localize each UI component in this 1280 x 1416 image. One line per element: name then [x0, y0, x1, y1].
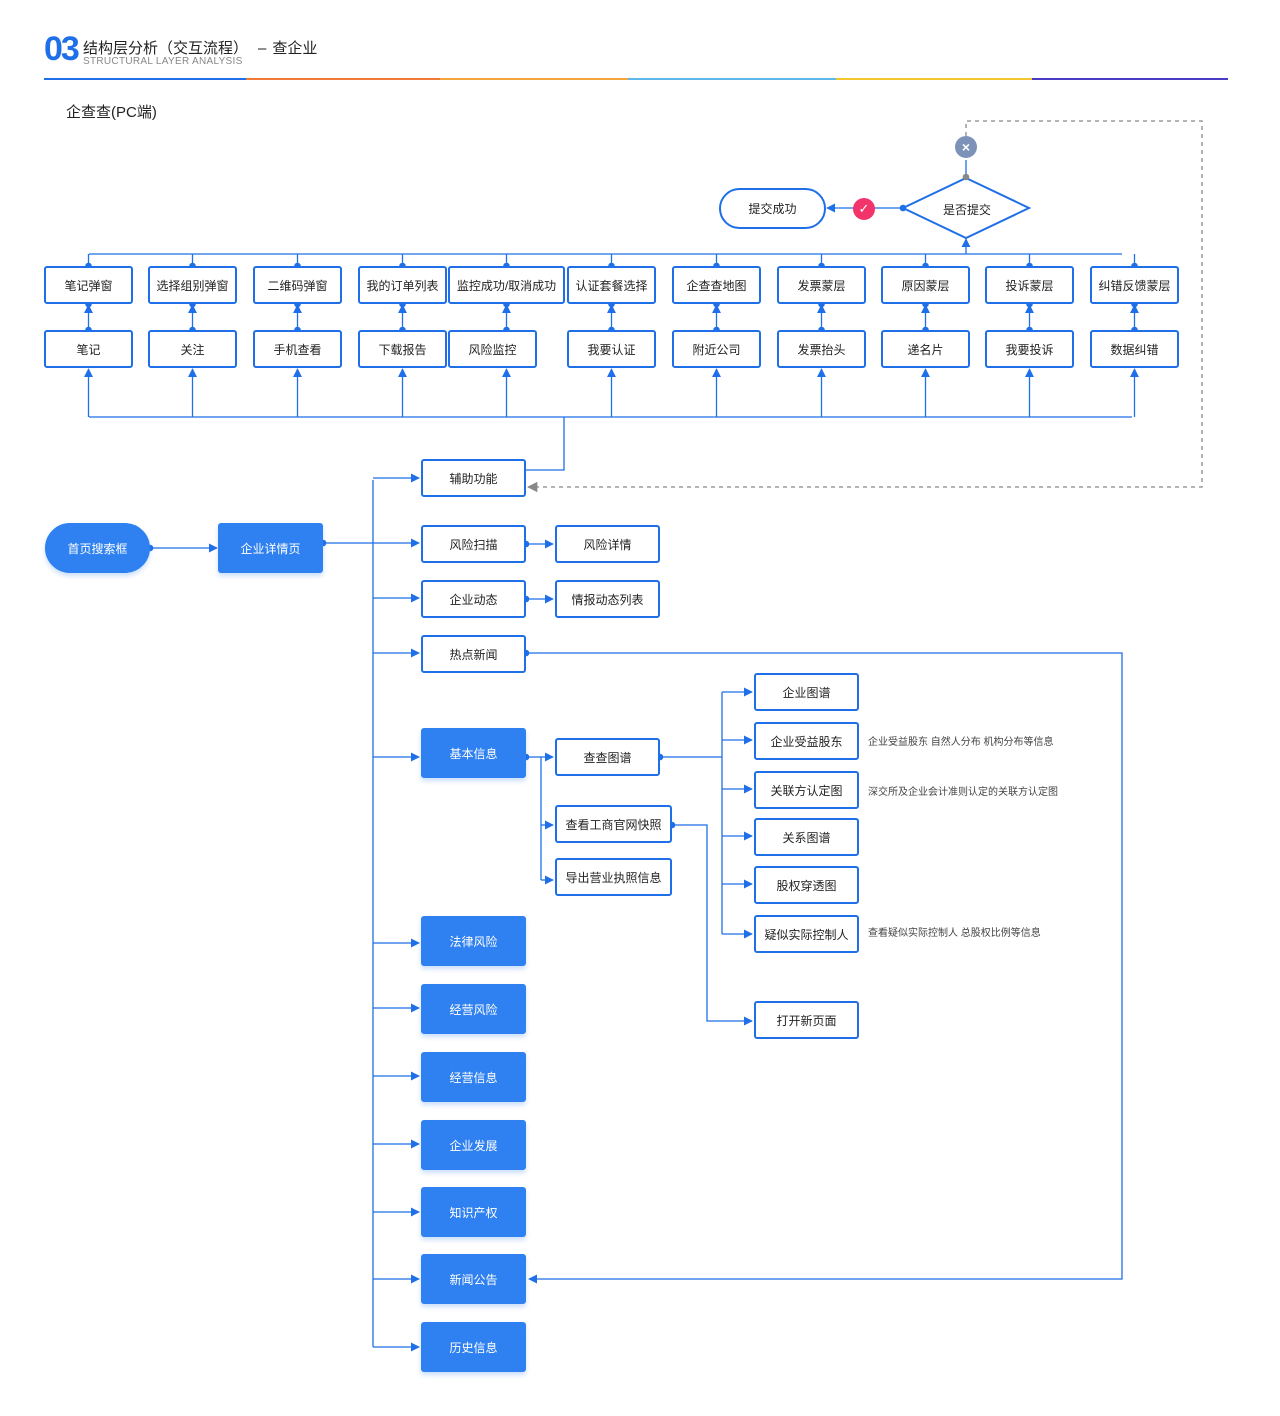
news-announcement-node[interactable]: 新闻公告 — [421, 1254, 526, 1304]
english-subtitle: STRUCTURAL LAYER ANALYSIS — [83, 56, 243, 67]
decision-diamond — [900, 176, 1032, 240]
note-controller: 查看疑似实际控制人 总股权比例等信息 — [868, 928, 1041, 939]
submit-success-node[interactable]: 提交成功 — [719, 188, 826, 229]
close-icon: × — [955, 136, 977, 158]
action-node[interactable]: 发票抬头 — [777, 330, 866, 368]
action-node[interactable]: 风险监控 — [448, 330, 537, 368]
section-number: 03 — [44, 30, 80, 68]
note-beneficiary: 企业受益股东 自然人分布 机构分布等信息 — [868, 737, 1054, 748]
connector-line — [526, 652, 1123, 1284]
header-bar-segment — [246, 78, 440, 80]
graph-type-node[interactable]: 企业受益股东 — [754, 722, 859, 760]
action-node[interactable]: 关注 — [148, 330, 237, 368]
risk-scan-node[interactable]: 风险扫描 — [421, 525, 526, 563]
company-dynamics-node[interactable]: 企业动态 — [421, 580, 526, 618]
action-node[interactable]: 我要认证 — [567, 330, 656, 368]
connector-line — [526, 120, 1203, 493]
action-node[interactable]: 递名片 — [881, 330, 970, 368]
connector-dot — [899, 204, 907, 212]
title-sub: 查企业 — [272, 40, 318, 57]
popup-node[interactable]: 笔记弹窗 — [44, 266, 133, 304]
popup-node[interactable]: 我的订单列表 — [358, 266, 447, 304]
business-risk-node[interactable]: 经营风险 — [421, 984, 526, 1034]
title-main: 结构层分析（交互流程） — [83, 40, 249, 57]
title-separator: – — [258, 40, 267, 57]
graph-type-node[interactable]: 关系图谱 — [754, 818, 859, 856]
header-bar-segment — [440, 78, 628, 80]
export-license-node[interactable]: 导出营业执照信息 — [555, 858, 672, 896]
header-bar-segment — [628, 78, 836, 80]
action-node[interactable]: 我要投诉 — [985, 330, 1074, 368]
history-info-node[interactable]: 历史信息 — [421, 1322, 526, 1372]
open-new-page-node[interactable]: 打开新页面 — [754, 1001, 859, 1039]
action-node[interactable]: 附近公司 — [672, 330, 761, 368]
header-bar-segment — [1032, 78, 1228, 80]
connector-dot — [962, 173, 970, 181]
popup-node[interactable]: 投诉蒙层 — [985, 266, 1074, 304]
home-search-node[interactable]: 首页搜索框 — [45, 523, 150, 573]
popup-node[interactable]: 原因蒙层 — [881, 266, 970, 304]
hot-news-node[interactable]: 热点新闻 — [421, 635, 526, 673]
note-related-party: 深交所及企业会计准则认定的关联方认定图 — [868, 787, 1058, 798]
popup-node[interactable]: 认证套餐选择 — [567, 266, 656, 304]
action-node[interactable]: 笔记 — [44, 330, 133, 368]
connector-line — [672, 824, 753, 1026]
popup-node[interactable]: 纠错反馈蒙层 — [1090, 266, 1179, 304]
page-title: 结构层分析（交互流程）–查企业 — [83, 37, 317, 58]
popup-node[interactable]: 监控成功/取消成功 — [448, 266, 565, 304]
header-bar-segment — [836, 78, 1032, 80]
connector-line — [526, 417, 565, 471]
business-info-node[interactable]: 经营信息 — [421, 1052, 526, 1102]
section-title: 企查查(PC端) — [66, 104, 157, 121]
registry-snapshot-node[interactable]: 查看工商官网快照 — [555, 805, 672, 843]
graph-type-node[interactable]: 股权穿透图 — [754, 866, 859, 904]
popup-node[interactable]: 企查查地图 — [672, 266, 761, 304]
decision-label: 是否提交 — [943, 203, 992, 217]
popup-node[interactable]: 二维码弹窗 — [253, 266, 342, 304]
popup-node[interactable]: 选择组别弹窗 — [148, 266, 237, 304]
action-node[interactable]: 数据纠错 — [1090, 330, 1179, 368]
header-bar-segment — [44, 78, 246, 80]
basic-info-node[interactable]: 基本信息 — [421, 728, 526, 778]
graph-type-node[interactable]: 疑似实际控制人 — [754, 915, 859, 953]
popup-node[interactable]: 发票蒙层 — [777, 266, 866, 304]
qcc-graph-node[interactable]: 查查图谱 — [555, 738, 660, 776]
legal-risk-node[interactable]: 法律风险 — [421, 916, 526, 966]
aux-function-node[interactable]: 辅助功能 — [421, 459, 526, 497]
header-color-bar — [44, 78, 1228, 80]
risk-detail-node[interactable]: 风险详情 — [555, 525, 660, 563]
check-icon: ✓ — [853, 198, 875, 220]
graph-type-node[interactable]: 关联方认定图 — [754, 771, 859, 809]
company-detail-node[interactable]: 企业详情页 — [218, 523, 323, 573]
action-node[interactable]: 下载报告 — [358, 330, 447, 368]
graph-type-node[interactable]: 企业图谱 — [754, 673, 859, 711]
company-development-node[interactable]: 企业发展 — [421, 1120, 526, 1170]
intel-list-node[interactable]: 情报动态列表 — [555, 580, 660, 618]
intellectual-property-node[interactable]: 知识产权 — [421, 1187, 526, 1237]
action-node[interactable]: 手机查看 — [253, 330, 342, 368]
